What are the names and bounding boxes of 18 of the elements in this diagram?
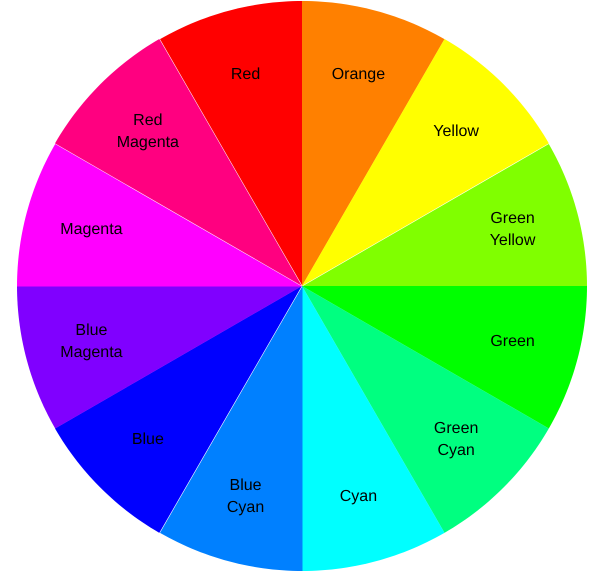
- color-wheel-segment: [302, 286, 549, 533]
- segment-label: Green: [489, 332, 536, 352]
- segment-label: Magenta: [59, 220, 124, 240]
- color-wheel-segment: [55, 286, 302, 533]
- segment-label: Orange: [330, 65, 386, 86]
- segment-label: Blue: [130, 430, 165, 450]
- segment-label: Yellow: [432, 122, 480, 142]
- color-wheel-segment: [55, 39, 302, 286]
- segment-label: Green Cyan: [432, 419, 480, 462]
- segment-label: Blue Magenta: [59, 321, 124, 364]
- segment-label: Blue Cyan: [226, 476, 266, 518]
- color-wheel-segment: [302, 39, 549, 286]
- color-wheel-segment: [302, 144, 587, 286]
- segment-label: Cyan: [338, 486, 378, 507]
- segment-label: Red Magenta: [116, 110, 180, 153]
- segment-label: Red: [230, 65, 262, 86]
- segment-label: Green Yellow: [488, 208, 536, 251]
- color-wheel-segment: [17, 286, 302, 428]
